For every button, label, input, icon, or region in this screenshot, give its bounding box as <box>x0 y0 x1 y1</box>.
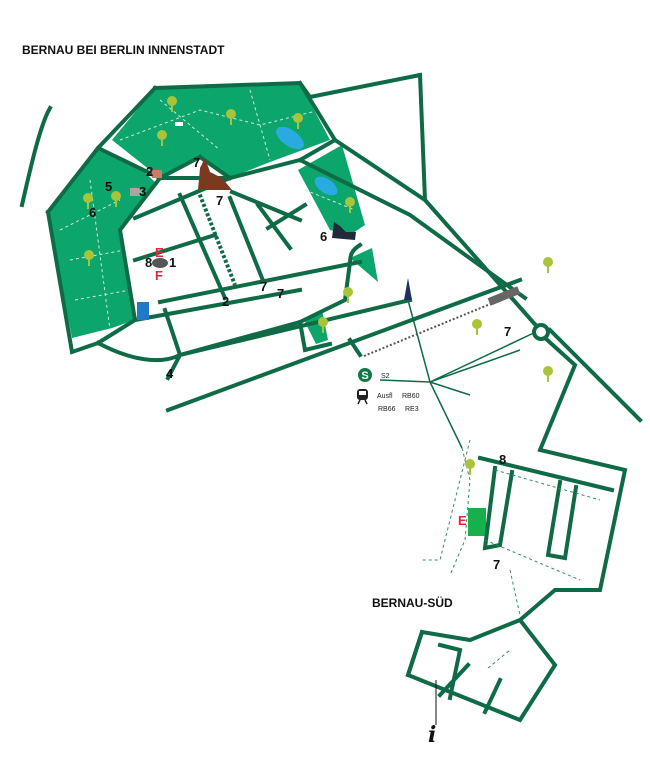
roads <box>45 72 643 723</box>
bath-icon <box>137 302 149 320</box>
west-arc-road <box>19 105 53 208</box>
park-south-e <box>468 508 486 536</box>
train-icon <box>357 389 368 405</box>
roundabout <box>532 323 550 341</box>
tree-icon <box>83 193 93 209</box>
train-line: RB60 <box>402 393 420 400</box>
label-7: 7 <box>277 286 284 301</box>
label-7: 7 <box>216 193 223 208</box>
tree-icon <box>293 113 303 129</box>
dotted-path <box>196 189 237 286</box>
s-bahn-icon <box>358 368 372 382</box>
label-5: 5 <box>105 179 112 194</box>
tree-icon <box>226 109 236 125</box>
label-4: 4 <box>166 366 174 381</box>
tree-icon <box>318 317 328 333</box>
tree-icon <box>84 250 94 266</box>
label-f: F <box>155 268 163 283</box>
info-icon[interactable]: i <box>428 722 436 748</box>
trees <box>83 96 553 475</box>
label-7: 7 <box>193 155 200 170</box>
label-6: 6 <box>89 205 96 220</box>
park-small-1 <box>350 248 378 282</box>
tree-icon <box>472 319 482 335</box>
railway <box>363 299 501 357</box>
label-2: 2 <box>222 294 229 309</box>
map-title: BERNAU BEI BERLIN INNENSTADT <box>22 43 225 57</box>
museum-icon <box>152 258 168 268</box>
train-line: RB66 <box>378 406 396 413</box>
park-north <box>112 83 330 178</box>
label-1: 1 <box>169 255 176 270</box>
building-icon <box>332 222 356 240</box>
sign-icon <box>175 122 183 126</box>
label-2: 2 <box>146 164 153 179</box>
tree-icon <box>543 366 553 382</box>
label-6: 6 <box>320 229 327 244</box>
tree-icon <box>157 130 167 146</box>
tower-icon <box>404 278 412 300</box>
station-legend: S S2 Ausfl RB60 RB66 RE3 <box>357 368 420 413</box>
tree-icon <box>167 96 177 112</box>
label-e: E <box>458 513 467 528</box>
s-line: S2 <box>381 373 390 380</box>
label-3: 3 <box>139 184 146 199</box>
tree-icon <box>111 191 121 207</box>
train-line: Ausfl <box>377 393 393 400</box>
station-platform <box>487 286 521 306</box>
tree-icon <box>465 459 475 475</box>
pond-north <box>276 126 304 150</box>
label-8: 8 <box>499 452 506 467</box>
train-line: RE3 <box>405 406 419 413</box>
svg-text:S: S <box>361 370 368 382</box>
map-labels: 2 5 3 6 7 7 E 8 1 F 2 7 7 6 4 7 8 E 7 <box>89 155 511 572</box>
label-8: 8 <box>145 255 152 270</box>
label-7: 7 <box>260 279 267 294</box>
label-e: E <box>155 245 164 260</box>
tree-icon <box>543 257 553 273</box>
district-label: BERNAU-SÜD <box>372 595 453 610</box>
ruin-icon <box>130 188 142 196</box>
pond-east <box>314 176 338 196</box>
label-7: 7 <box>504 324 511 339</box>
tree-icon <box>343 287 353 303</box>
parks <box>48 83 486 536</box>
gate-icon <box>152 170 162 178</box>
church-icon <box>198 158 232 190</box>
tree-icon <box>345 197 355 213</box>
label-7: 7 <box>493 557 500 572</box>
